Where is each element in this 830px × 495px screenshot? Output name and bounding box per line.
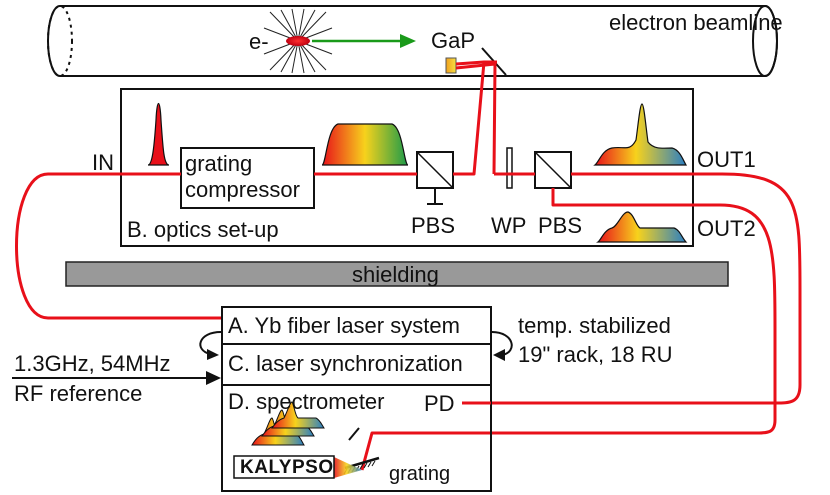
out2-label: OUT2 xyxy=(697,216,756,241)
compressor-label-line2: compressor xyxy=(185,177,300,202)
rf-label-line1: 1.3GHz, 54MHz xyxy=(14,351,171,376)
spectrometer-spectra xyxy=(251,401,325,446)
dispersed-light-fan xyxy=(334,457,362,478)
pbs2-cube xyxy=(534,151,572,189)
gap-label: GaP xyxy=(431,28,476,53)
grating-compressor-box xyxy=(180,147,315,209)
out1-spectrum xyxy=(593,103,688,166)
out2-spectrum xyxy=(596,211,688,243)
beamline-label: electron beamline xyxy=(609,10,783,35)
stabilized-loop-arrowhead xyxy=(493,349,505,361)
sync-loop-arrowhead xyxy=(207,349,219,360)
compressor-label-line1: grating xyxy=(185,151,253,176)
shielding-label: shielding xyxy=(352,262,439,287)
synchronization-label: C. laser synchronization xyxy=(228,351,463,376)
rack-box xyxy=(221,306,492,492)
wp-label: WP xyxy=(491,213,527,238)
rack-note-line2: 19" rack, 18 RU xyxy=(518,342,673,367)
laser-paths xyxy=(15,60,802,471)
gap-crystal xyxy=(445,57,457,74)
kalypso-label: KALYPSO xyxy=(240,457,334,478)
pbs1-cube xyxy=(416,151,454,205)
in-label: IN xyxy=(92,150,114,175)
spectrometer-mirror-icon xyxy=(348,427,360,441)
electron-label: e- xyxy=(249,29,269,54)
kalypso-box xyxy=(233,455,335,479)
broadened-spectrum xyxy=(321,123,409,166)
out1-label: OUT1 xyxy=(697,147,756,172)
pd-label: PD xyxy=(424,391,455,416)
laser-system-label: A. Yb fiber laser system xyxy=(228,313,460,338)
wave-plate xyxy=(506,147,513,189)
shielding-bar xyxy=(65,261,729,287)
grating-label: grating xyxy=(389,463,451,485)
pbs1-label: PBS xyxy=(411,213,456,238)
spectrometer-label: D. spectrometer xyxy=(228,389,385,414)
optics-box xyxy=(120,88,694,247)
rack-note-line1: temp. stabilized xyxy=(518,313,671,338)
electron-bunch xyxy=(263,8,333,74)
electron-direction-arrow xyxy=(312,34,416,48)
rf-label-line2: RF reference xyxy=(14,381,143,406)
pbs2-label: PBS xyxy=(538,213,583,238)
optics-title: B. optics set-up xyxy=(127,217,279,242)
sync-loop-arrow xyxy=(199,331,222,355)
input-pulse-spectrum xyxy=(147,102,170,166)
beamline-tube xyxy=(47,5,778,77)
stabilized-loop-arrow xyxy=(491,331,513,356)
rf-reference-arrowhead xyxy=(206,371,221,385)
